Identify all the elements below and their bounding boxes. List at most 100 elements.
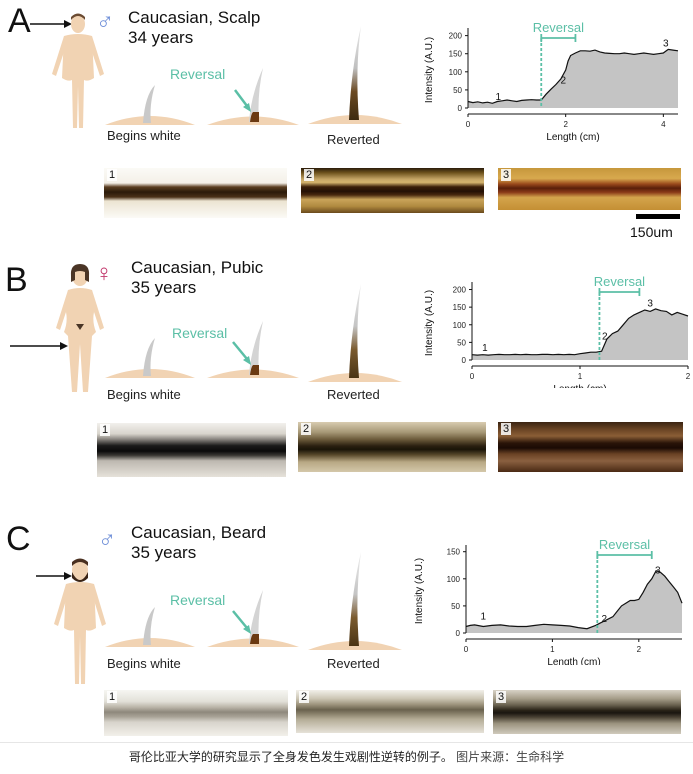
subject-age: 35 years [131, 278, 197, 297]
x-tick-label: 2 [637, 645, 642, 654]
strip-number: 1 [107, 691, 118, 703]
y-axis-label: Intensity (A.U.) [414, 558, 425, 624]
hair-stage-reversal-a [207, 68, 299, 125]
strip-number: 2 [301, 423, 312, 435]
x-axis-label: Length (cm) [546, 132, 599, 143]
male-symbol-icon: ♂ [98, 526, 116, 553]
strip-number: 3 [496, 691, 507, 703]
hair-strip-b-3: 3 [498, 422, 683, 472]
stage-label-reverted: Reverted [327, 387, 380, 402]
subject-title: Caucasian, Scalp [128, 8, 261, 27]
subject-age: 34 years [128, 28, 194, 47]
x-tick-label: 2 [686, 372, 691, 381]
intensity-area [466, 570, 682, 633]
y-tick-label: 50 [453, 86, 462, 95]
human-figure-male-c [36, 558, 106, 684]
subject-title: Caucasian, Pubic [131, 258, 264, 277]
reversal-label: Reversal [170, 66, 226, 82]
hair-strip-b-1: 1 [97, 423, 286, 477]
y-tick-label: 100 [449, 68, 463, 77]
x-tick-label: 1 [550, 645, 555, 654]
y-tick-label: 0 [458, 104, 463, 113]
strip-number: 3 [501, 169, 512, 181]
hair-stage-reverted-a [308, 26, 402, 124]
hair-stage-begins-white-c [105, 607, 195, 647]
y-tick-label: 100 [447, 575, 461, 584]
subject-age: 35 years [131, 543, 197, 562]
hair-stage-reverted-b [308, 284, 402, 382]
intensity-area [472, 308, 688, 360]
point-label: 1 [480, 611, 486, 622]
figure-caption: 哥伦比亚大学的研究显示了全身发色发生戏剧性逆转的例子。 图片来源：生命科学 [0, 748, 693, 765]
male-symbol-icon: ♂ [96, 8, 114, 35]
x-axis-label: Length (cm) [553, 384, 606, 388]
reversal-label: Reversal [599, 537, 650, 552]
hair-stage-reversal-c [207, 590, 299, 647]
hair-stage-reversal-b [207, 321, 299, 378]
caption-text: 哥伦比亚大学的研究显示了全身发色发生戏剧性逆转的例子。 [128, 750, 453, 764]
x-tick-label: 4 [661, 120, 666, 129]
female-symbol-icon: ♀ [95, 260, 113, 287]
arrow-head [64, 20, 72, 28]
point-label: 1 [495, 92, 501, 103]
reversal-label: Reversal [594, 276, 645, 289]
y-tick-label: 200 [453, 286, 467, 295]
hair-stage-reverted-c [308, 552, 402, 650]
scale-bar [636, 214, 680, 219]
hair-stage-begins-white-a [105, 85, 195, 125]
scale-bar-label: 150um [630, 224, 673, 240]
hair-strip-c-3: 3 [493, 690, 681, 734]
y-tick-label: 0 [456, 629, 461, 638]
panel-letter-a: A [8, 2, 31, 40]
panel-letter-c: C [6, 520, 31, 558]
hair-strip-a-2: 2 [301, 168, 484, 213]
y-tick-label: 0 [462, 356, 467, 365]
panel-letter-b: B [5, 261, 28, 299]
y-tick-label: 100 [453, 321, 467, 330]
strip-number: 3 [501, 423, 512, 435]
y-axis-label: Intensity (A.U.) [424, 37, 435, 103]
hair-strip-b-2: 2 [298, 422, 486, 472]
point-label: 1 [482, 343, 488, 354]
hair-strip-a-1: 1 [104, 168, 287, 218]
stage-label-reverted: Reverted [327, 656, 380, 671]
point-label: 3 [663, 38, 669, 49]
intensity-line [467, 48, 679, 104]
subject-title: Caucasian, Beard [131, 523, 267, 542]
point-label: 3 [647, 298, 653, 309]
x-axis-label: Length (cm) [547, 657, 600, 665]
caption-source: 图片来源：生命科学 [456, 750, 565, 764]
y-tick-label: 150 [447, 548, 461, 557]
strip-number: 2 [304, 169, 315, 181]
reversal-label: Reversal [533, 22, 584, 35]
hair-stage-begins-white-b [105, 338, 195, 378]
point-label: 2 [601, 614, 607, 625]
x-tick-label: 0 [464, 645, 469, 654]
x-tick-label: 0 [470, 372, 475, 381]
intensity-line [471, 308, 689, 356]
reversal-label: Reversal [170, 592, 226, 608]
x-tick-label: 1 [578, 372, 583, 381]
y-tick-label: 50 [457, 338, 466, 347]
y-tick-label: 150 [449, 50, 463, 59]
x-tick-label: 2 [563, 120, 568, 129]
intensity-line [465, 569, 683, 630]
point-label: 2 [602, 332, 608, 343]
human-figure-male-a [30, 13, 104, 128]
hair-strip-c-1: 1 [104, 690, 288, 736]
reversal-label: Reversal [172, 325, 228, 341]
point-label: 3 [655, 565, 661, 576]
point-label: 2 [560, 75, 566, 86]
strip-number: 1 [100, 424, 111, 436]
y-tick-label: 150 [453, 303, 467, 312]
y-axis-label: Intensity (A.U.) [424, 290, 435, 356]
y-tick-label: 50 [451, 602, 460, 611]
stage-label-begins-white: Begins white [107, 387, 181, 402]
x-tick-label: 0 [466, 120, 471, 129]
human-figure-female-b [10, 264, 104, 392]
stage-label-reverted: Reverted [327, 132, 380, 147]
stage-label-begins-white: Begins white [107, 128, 181, 143]
